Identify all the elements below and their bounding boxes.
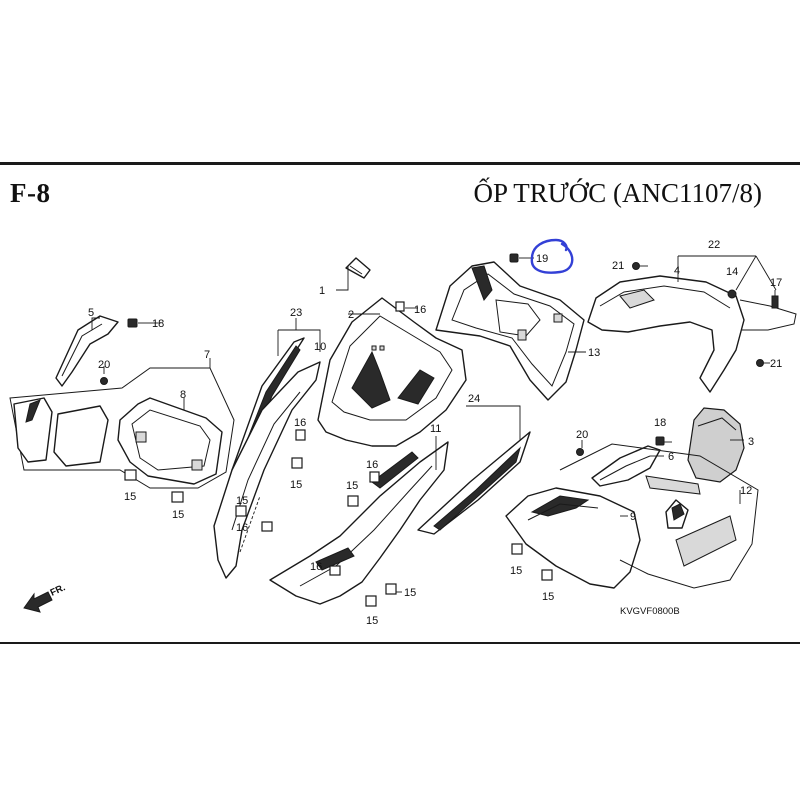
callout-18-a: 18	[152, 318, 164, 330]
callout-15-f: 15	[404, 587, 416, 599]
drawing-code: KVGVF0800B	[620, 606, 680, 617]
callout-15-e: 15	[236, 495, 248, 507]
clips-15-left	[124, 469, 184, 503]
part-24-stripe	[417, 431, 531, 535]
part-7-inner-panel-outline	[9, 367, 235, 489]
part-20-screw-right	[576, 448, 584, 456]
part-17-screw	[771, 290, 779, 309]
part-1-emblem	[345, 257, 371, 279]
callout-24: 24	[468, 393, 480, 405]
callout-11: 11	[430, 423, 441, 435]
part-16-clip-top	[395, 301, 410, 312]
sheet-code: F-8	[10, 178, 51, 208]
callout-15-d: 15	[346, 480, 358, 492]
callout-4: 4	[674, 265, 680, 277]
footer-rule	[0, 642, 800, 644]
callout-20-b: 20	[576, 429, 588, 441]
callout-21-b: 21	[770, 358, 782, 370]
part-19-bolt	[509, 253, 530, 263]
callout-17: 17	[770, 277, 782, 289]
callout-2: 2	[348, 309, 354, 321]
callout-16-b: 16	[294, 417, 306, 429]
callout-10: 10	[314, 341, 326, 353]
leader-lines	[91, 255, 777, 593]
callout-12: 12	[740, 485, 752, 497]
callout-15-i: 15	[542, 591, 554, 603]
callout-8: 8	[180, 389, 186, 401]
callout-15-g: 15	[366, 615, 378, 627]
callout-21-a: 21	[612, 260, 624, 272]
part-6-garnish	[591, 445, 661, 487]
callout-9: 9	[630, 511, 636, 523]
callout-7: 7	[204, 349, 210, 361]
callout-19: 19	[536, 253, 548, 265]
part-2-front-cover	[317, 297, 467, 447]
callout-16-e: 16	[310, 561, 322, 573]
callout-5: 5	[88, 307, 94, 319]
part-4-handle-cover	[587, 275, 797, 393]
part-3-mesh-panel	[687, 407, 745, 483]
callout-6: 6	[668, 451, 674, 463]
callout-18-b: 18	[654, 417, 666, 429]
callout-16-a: 16	[414, 304, 426, 316]
sheet-title: ỐP TRƯỚC (ANC1107/8)	[473, 178, 762, 208]
part-10-side-cover	[213, 361, 321, 579]
callout-15-a: 15	[124, 491, 136, 503]
part-12-decal-set	[559, 443, 759, 589]
callout-15-h: 15	[510, 565, 522, 577]
part-21-screws	[632, 262, 764, 367]
callout-1: 1	[319, 285, 325, 297]
callout-16-d: 16	[236, 522, 248, 534]
part-20-screw-left	[100, 370, 108, 385]
part-11-lower-cover	[269, 441, 449, 605]
highlight-circle-19	[530, 238, 574, 274]
callout-labels: 1 2 3 4 5 6 7 8 9 10 11 12 13 14 15 15 1…	[88, 239, 782, 627]
front-direction-arrow: FR.	[23, 582, 68, 613]
part-5-garnish	[55, 315, 119, 387]
callout-14: 14	[726, 266, 738, 278]
callout-3: 3	[748, 436, 754, 448]
part-18-bolt-right	[655, 436, 665, 446]
clips-15	[235, 457, 553, 607]
callout-22: 22	[708, 239, 720, 251]
part-8-meter-cover	[117, 397, 223, 485]
direction-label: FR.	[49, 582, 68, 598]
callout-20-a: 20	[98, 359, 110, 371]
callout-15-c: 15	[290, 479, 302, 491]
part-13-inner-panel	[435, 261, 585, 401]
callout-23: 23	[290, 307, 302, 319]
part-9-side-cover	[505, 487, 641, 589]
callout-13: 13	[588, 347, 600, 359]
clips-16	[261, 429, 380, 576]
callout-15-b: 15	[172, 509, 184, 521]
part-14-grommet	[727, 289, 737, 299]
part-18-bolt-left	[127, 318, 150, 328]
callout-16-c: 16	[366, 459, 378, 471]
header-top-rule	[0, 162, 800, 165]
